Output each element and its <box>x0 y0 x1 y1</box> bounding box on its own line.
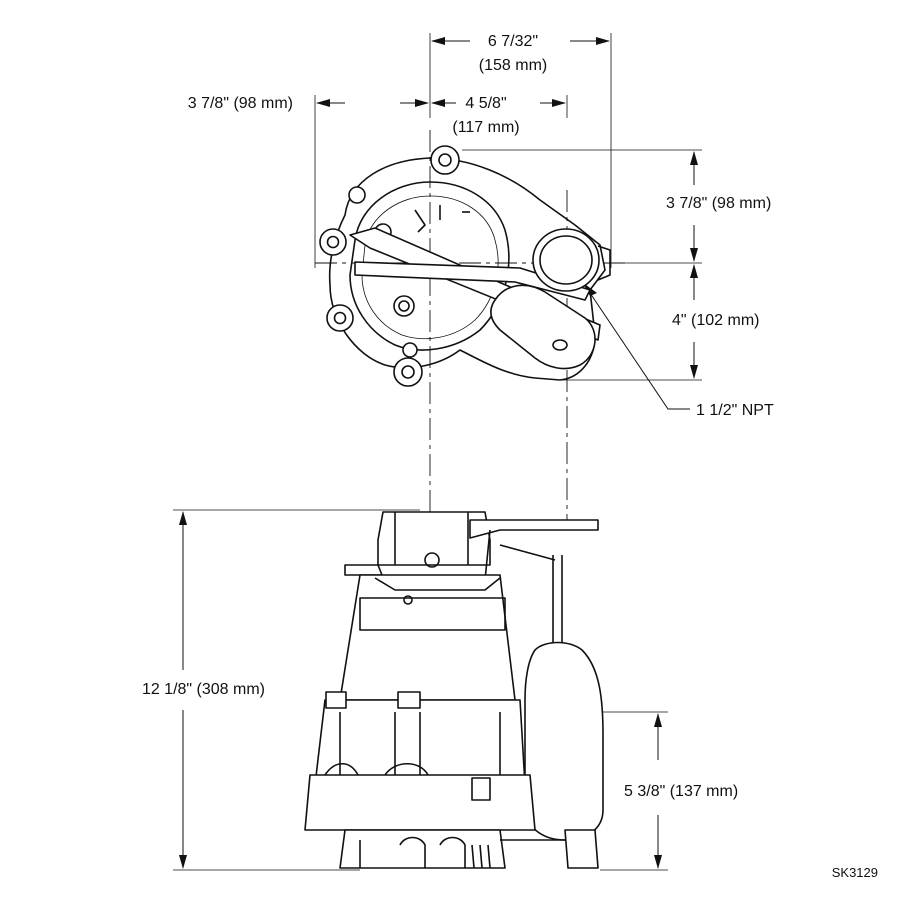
mounting-ear-top <box>430 145 460 175</box>
float-switch-body <box>524 641 604 841</box>
lower-volute-casing <box>304 774 536 831</box>
handle-bar-lower <box>354 261 591 301</box>
discharge-port-inner <box>539 235 593 285</box>
drawing-number: SK3129 <box>832 865 878 880</box>
lower-height-label: 4" (102 mm) <box>672 312 759 329</box>
upper-height-label: 3 7/8" (98 mm) <box>666 195 771 212</box>
mounting-ear-lower-left <box>326 304 354 332</box>
discharge-port-outer <box>532 228 600 292</box>
side-dimensions: 12 1/8" (308 mm) 5 3/8" (137 mm) <box>142 509 738 871</box>
mounting-ear-bottom <box>393 357 423 387</box>
pump-top-view <box>315 130 625 525</box>
pump-base <box>339 829 506 869</box>
overall-width-metric: (158 mm) <box>479 57 547 74</box>
carry-handle <box>469 519 599 539</box>
float-switch-top <box>490 284 596 370</box>
npt-leader-line <box>587 289 690 410</box>
overall-width-label: 6 7/32" <box>488 33 538 50</box>
npt-label: 1 1/2" NPT <box>696 402 774 419</box>
motor-housing <box>339 574 516 701</box>
pump-side-view <box>304 511 604 869</box>
right-offset-metric: (117 mm) <box>452 119 519 136</box>
vent-hole <box>393 295 415 317</box>
overall-height-label: 12 1/8" (308 mm) <box>142 681 265 698</box>
top-dimensions: 6 7/32" (158 mm) 3 7/8" (98 mm) 4 5/8" (… <box>188 33 774 419</box>
switch-height-label: 5 3/8" (137 mm) <box>624 783 738 800</box>
right-offset-label: 4 5/8" <box>465 95 506 112</box>
left-offset-label: 3 7/8" (98 mm) <box>188 95 293 112</box>
mounting-ear-left <box>319 228 347 256</box>
float-switch-bracket <box>564 829 599 869</box>
